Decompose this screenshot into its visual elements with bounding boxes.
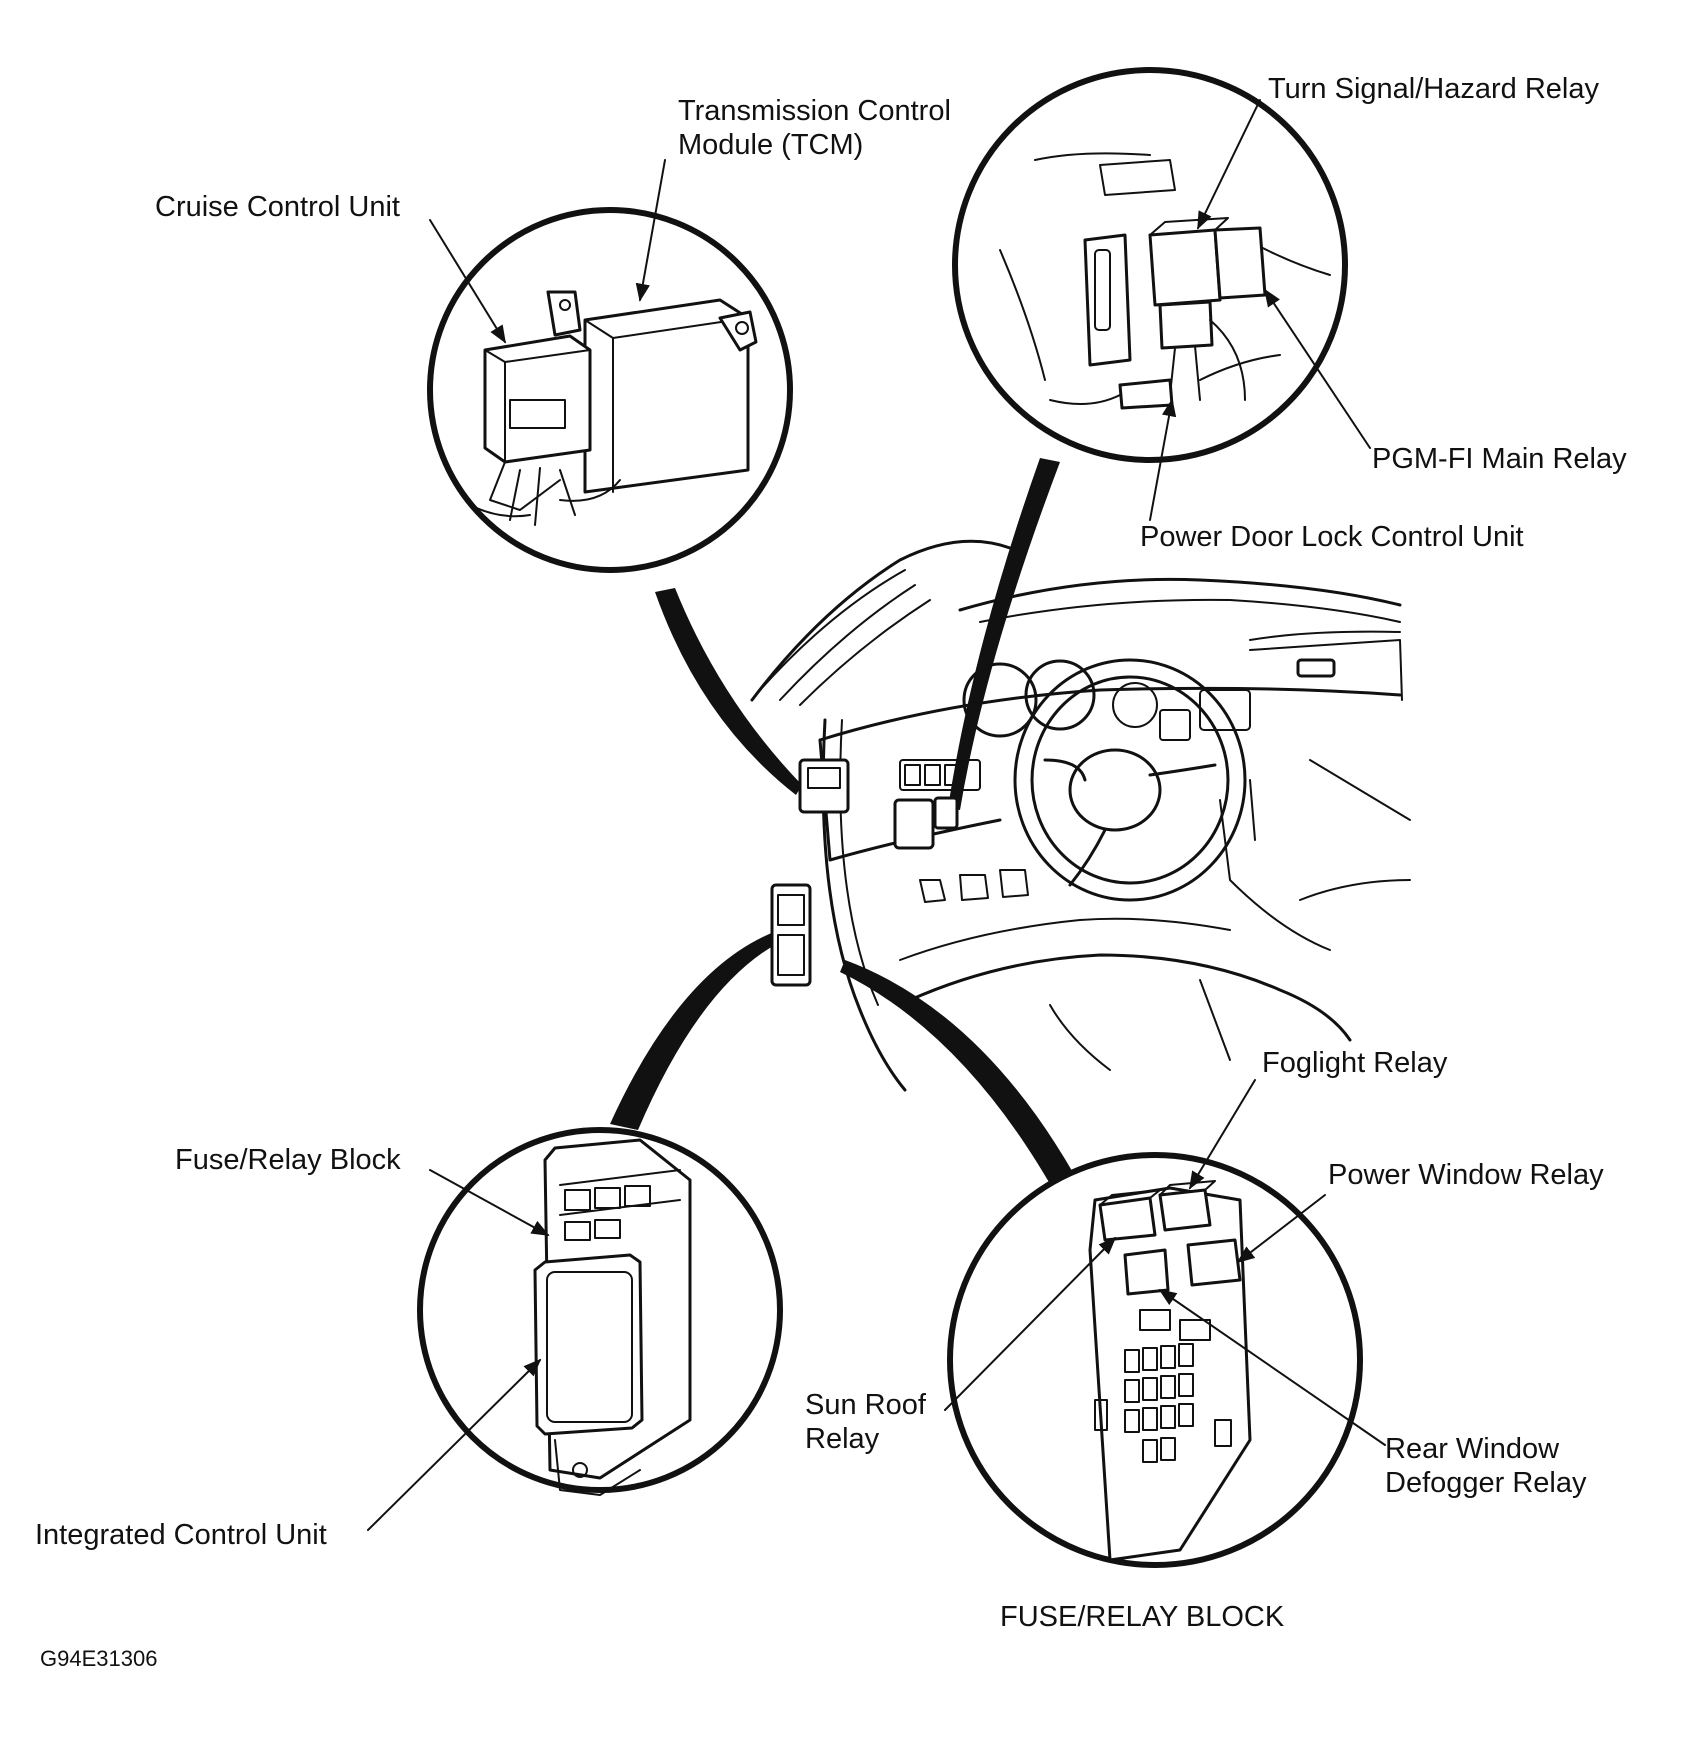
- wedge-top-right: [948, 458, 1060, 810]
- caption-fuse-relay-block: FUSE/RELAY BLOCK: [1000, 1601, 1285, 1633]
- arrow-turn-signal: [1197, 99, 1261, 230]
- arrow-fuse-block-left: [429, 1169, 550, 1236]
- label-sun-roof-relay: Sun Roof Relay: [805, 1388, 926, 1456]
- callout-circle-tcm: [427, 207, 793, 573]
- label-power-door-lock: Power Door Lock Control Unit: [1140, 521, 1524, 553]
- arrow-door-lock: [1149, 398, 1177, 521]
- arrow-pgm-fi: [1264, 288, 1371, 449]
- label-foglight-relay: Foglight Relay: [1262, 1047, 1448, 1079]
- dashboard-outline: [750, 539, 1411, 1092]
- figure-code: G94E31306: [40, 1646, 158, 1671]
- label-turn-signal-relay: Turn Signal/Hazard Relay: [1268, 73, 1599, 105]
- arrow-tcm: [635, 159, 666, 302]
- arrow-power-window: [1236, 1194, 1326, 1264]
- label-cruise-control: Cruise Control Unit: [155, 191, 400, 223]
- arrow-sun-roof: [944, 1236, 1117, 1411]
- label-rear-window-text: Rear Window Defogger Relay: [1385, 1433, 1587, 1499]
- label-tcm: Transmission Control Module (TCM): [678, 94, 951, 162]
- callout-circle-fuse-block-right: [947, 1152, 1363, 1568]
- label-integrated-control: Integrated Control Unit: [35, 1519, 327, 1551]
- wedge-top-left: [655, 588, 802, 795]
- wedge-bottom-right: [840, 960, 1075, 1184]
- label-tcm-text: Transmission Control Module (TCM): [678, 95, 951, 161]
- label-sun-roof-text: Sun Roof Relay: [805, 1389, 926, 1455]
- callout-circle-fuse-block-left: [417, 1127, 783, 1496]
- wedge-bottom-left: [610, 932, 780, 1130]
- arrow-rear-window: [1158, 1288, 1386, 1446]
- callout-circle-relays-top: [952, 67, 1348, 463]
- connector-wedges: [610, 458, 1075, 1184]
- label-pgm-fi-relay: PGM-FI Main Relay: [1372, 443, 1627, 475]
- label-fuse-relay-block-left: Fuse/Relay Block: [175, 1144, 401, 1176]
- leader-arrows: [367, 99, 1386, 1531]
- arrow-foglight: [1189, 1079, 1256, 1190]
- label-power-window-relay: Power Window Relay: [1328, 1159, 1604, 1191]
- label-rear-window-relay: Rear Window Defogger Relay: [1385, 1432, 1587, 1500]
- arrow-cruise: [429, 219, 506, 344]
- arrow-integrated: [367, 1358, 542, 1531]
